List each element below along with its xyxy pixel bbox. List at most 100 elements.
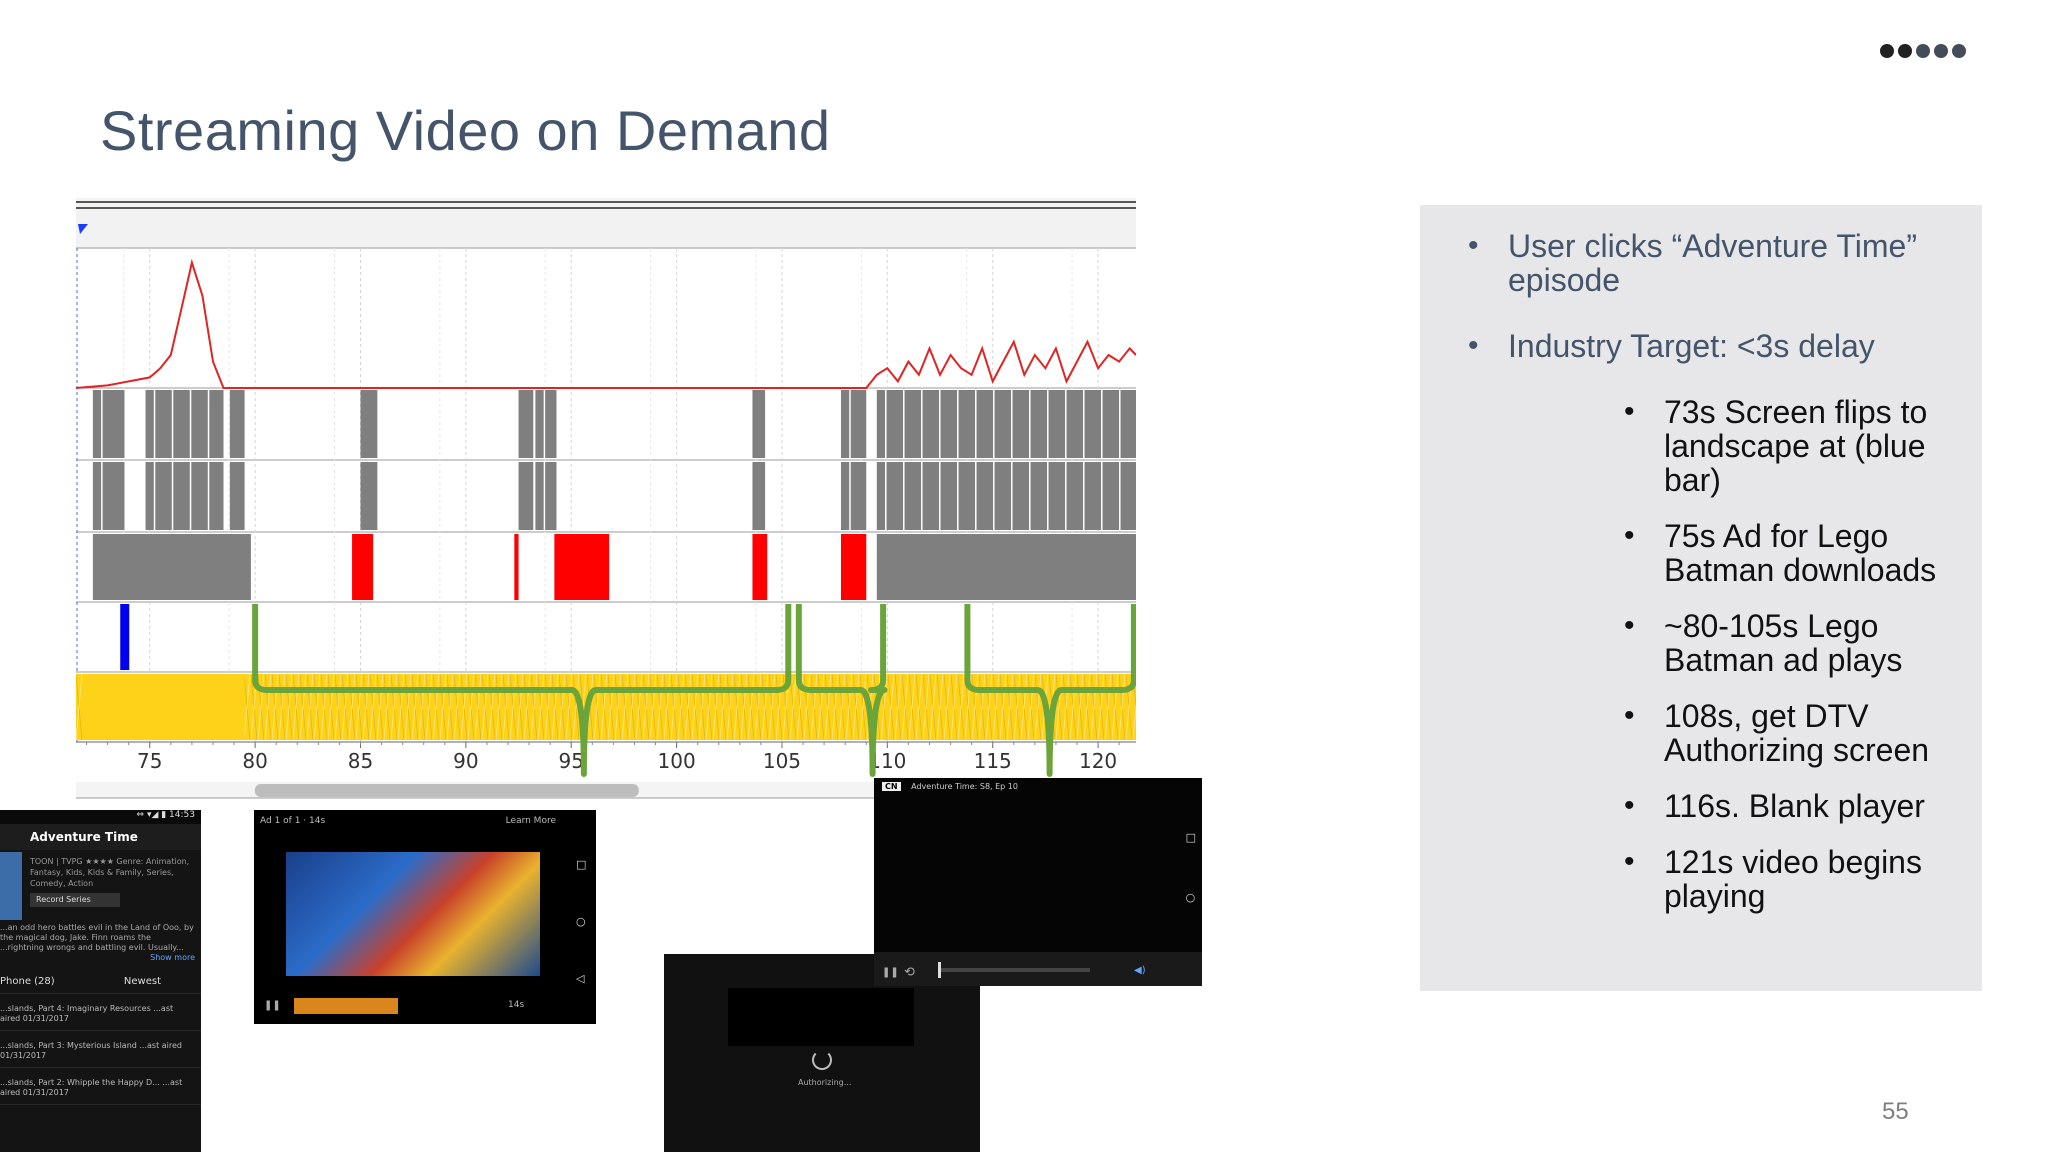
activity-bar xyxy=(752,390,766,458)
yellow-hatch xyxy=(565,673,573,741)
show-more-link[interactable]: Show more xyxy=(150,953,195,962)
show-thumbnail xyxy=(0,852,22,920)
show-meta: TOON | TVPG ★★★★ Genre: Animation, Fanta… xyxy=(30,857,190,888)
yellow-hatch xyxy=(355,673,363,741)
yellow-hatch xyxy=(950,673,958,741)
yellow-hatch xyxy=(607,673,615,741)
yellow-hatch xyxy=(376,673,384,741)
yellow-hatch xyxy=(1083,673,1091,741)
yellow-hatch xyxy=(1090,673,1098,741)
back-icon[interactable]: ◁ xyxy=(576,972,585,985)
circle-icon[interactable]: ○ xyxy=(1185,891,1196,904)
yellow-hatch xyxy=(649,673,657,741)
yellow-hatch xyxy=(747,673,755,741)
show-description: ...an odd hero battles evil in the Land … xyxy=(0,923,194,952)
activity-bar xyxy=(840,462,867,530)
yellow-hatch xyxy=(1118,673,1126,741)
square-icon[interactable]: □ xyxy=(576,858,587,871)
yellow-hatch xyxy=(502,673,510,741)
yellow-hatch xyxy=(1020,673,1028,741)
yellow-hatch xyxy=(705,673,713,741)
yellow-hatch xyxy=(551,673,559,741)
yellow-hatch xyxy=(971,673,979,741)
record-series-button[interactable]: Record Series xyxy=(30,893,120,907)
circle-icon[interactable]: ○ xyxy=(576,915,586,928)
yellow-hatch xyxy=(992,673,1000,741)
yellow-hatch xyxy=(1006,673,1014,741)
yellow-hatch xyxy=(439,673,447,741)
state-bar-red xyxy=(752,534,768,600)
yellow-hatch xyxy=(621,673,629,741)
episode-title: Adventure Time: S8, Ep 10 xyxy=(911,782,1018,791)
yellow-hatch xyxy=(544,673,552,741)
authorizing-screenshot: Authorizing... xyxy=(664,954,980,1152)
episode-item[interactable]: ...slands, Part 3: Mysterious Island ...… xyxy=(0,1031,201,1068)
cursor-marker-icon xyxy=(78,224,88,234)
sub-bullet-73s: 73s Screen flips to landscape at (blue b… xyxy=(1624,395,1958,497)
nav-dot xyxy=(1916,44,1930,58)
yellow-solid-segment xyxy=(82,674,245,740)
replay-icon[interactable]: ⟲ xyxy=(904,965,915,980)
yellow-hatch xyxy=(495,673,503,741)
black-box xyxy=(728,988,914,1046)
activity-bar xyxy=(518,390,534,458)
chart-header-band xyxy=(76,198,1136,248)
sub-bullet-116s: 116s. Blank player xyxy=(1624,789,1958,823)
activity-bar xyxy=(840,390,867,458)
yellow-hatch xyxy=(404,673,412,741)
yellow-hatch xyxy=(1062,673,1070,741)
phone-menu-screenshot: ⇔ ▾◢ ▮ 14:53 Adventure Time TOON | TVPG … xyxy=(0,810,201,1152)
seek-track[interactable] xyxy=(940,968,1090,972)
yellow-hatch xyxy=(894,673,902,741)
x-tick-label: 115 xyxy=(974,749,1012,773)
yellow-hatch xyxy=(908,673,916,741)
x-tick-label: 120 xyxy=(1079,749,1117,773)
yellow-hatch xyxy=(1076,673,1084,741)
yellow-hatch xyxy=(509,673,517,741)
yellow-hatch xyxy=(845,673,853,741)
pause-icon[interactable]: ❚❚ xyxy=(264,1000,281,1011)
yellow-hatch xyxy=(383,673,391,741)
yellow-hatch xyxy=(1097,673,1105,741)
time-bracket xyxy=(252,604,792,777)
filter-left[interactable]: Phone (28) xyxy=(0,976,55,987)
activity-bar xyxy=(145,390,224,458)
ad-progress-bar xyxy=(294,998,398,1014)
yellow-hatch xyxy=(600,673,608,741)
volume-icon[interactable]: ◀) xyxy=(1134,965,1146,976)
seek-knob[interactable] xyxy=(938,962,941,978)
state-bar-gray xyxy=(876,534,1136,600)
yellow-hatch xyxy=(432,673,440,741)
learn-more-link[interactable]: Learn More xyxy=(505,816,556,826)
yellow-hatch xyxy=(929,673,937,741)
yellow-hatch xyxy=(719,673,727,741)
pause-icon[interactable]: ❚❚ xyxy=(882,967,899,978)
episode-item[interactable]: ...slands, Part 4: Imaginary Resources .… xyxy=(0,994,201,1031)
blank-player-screenshot: CN Adventure Time: S8, Ep 10 □ ○ ◁ ❚❚ ⟲ … xyxy=(874,778,1202,986)
square-icon[interactable]: □ xyxy=(1185,831,1196,844)
filter-right[interactable]: Newest xyxy=(123,976,161,987)
throughput-line xyxy=(76,258,1136,389)
yellow-hatch xyxy=(558,673,566,741)
activity-bar xyxy=(92,390,125,458)
x-tick-label: 75 xyxy=(137,749,162,773)
yellow-hatch xyxy=(922,673,930,741)
activity-bar xyxy=(876,390,1136,458)
yellow-hatch xyxy=(901,673,909,741)
yellow-hatch xyxy=(278,673,286,741)
yellow-hatch xyxy=(712,673,720,741)
yellow-hatch xyxy=(446,673,454,741)
nav-dot xyxy=(1952,44,1966,58)
episode-filter-row: Phone (28) Newest xyxy=(0,962,201,994)
yellow-hatch xyxy=(425,673,433,741)
yellow-hatch xyxy=(985,673,993,741)
x-tick-label: 80 xyxy=(242,749,267,773)
episode-item[interactable]: ...slands, Part 2: Whipple the Happy D..… xyxy=(0,1068,201,1105)
yellow-hatch xyxy=(1104,673,1112,741)
activity-bar xyxy=(229,390,245,458)
sub-bullet-121s: 121s video begins playing xyxy=(1624,845,1958,913)
activity-bar xyxy=(92,462,125,530)
yellow-hatch xyxy=(957,673,965,741)
nav-dot xyxy=(1880,44,1894,58)
